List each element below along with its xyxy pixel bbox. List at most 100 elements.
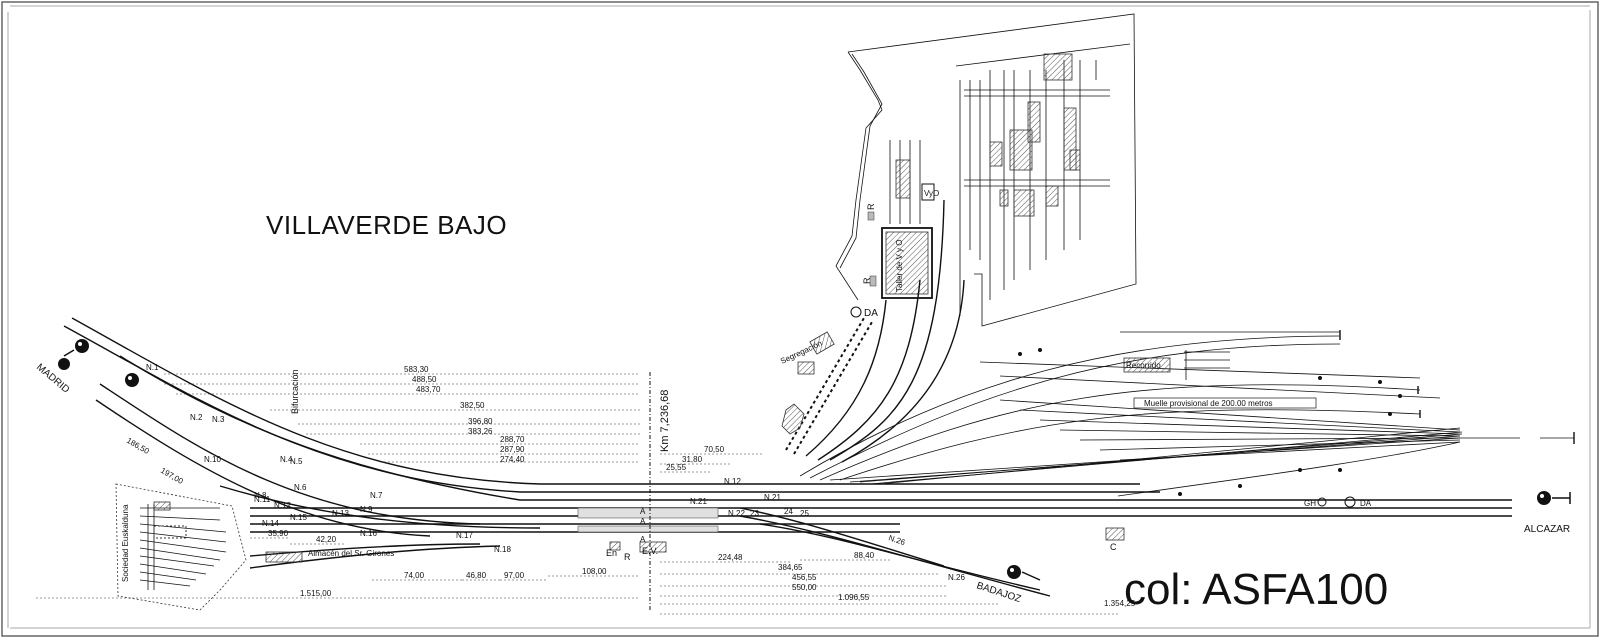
switch-label-19: N.21 — [764, 493, 781, 502]
taller-label: Taller de V y O — [895, 240, 904, 292]
station-alcazar: ALCAZAR — [1524, 524, 1570, 535]
main-lines — [63, 317, 1512, 597]
switch-label-15: N.16 — [360, 529, 377, 538]
platform-a1: A — [640, 507, 646, 516]
switch-label-22: N.26 — [948, 573, 965, 582]
asfa-code: col: ASFA100 — [1124, 565, 1388, 614]
switch-label-25: 25 — [800, 509, 809, 518]
bottom-distance-labels: 74,00 46,80 97,00 108,00 224,48 384,65456,555… — [300, 551, 1136, 608]
track-buffers — [1339, 330, 1575, 444]
signal-dots — [1018, 348, 1402, 496]
da-label-top: DA — [864, 308, 878, 319]
da-signal-bottom — [1344, 496, 1356, 508]
switch-label-12: N.13 — [332, 509, 349, 518]
top-distance-labels: 583,30488,50483,70382,50396,80383,26288,… — [404, 365, 525, 464]
muelle-box — [1133, 397, 1317, 409]
platform-a2: A — [640, 517, 646, 526]
bottom-distance-3: 108,00 — [582, 567, 607, 576]
platform-a3: A — [640, 535, 646, 544]
bottom-distance-10: 1.096,55 — [838, 593, 870, 602]
signal-madrid-1 — [63, 339, 89, 357]
switch-label-21: N.26 — [887, 533, 906, 547]
top-distance-0: 583,30 — [404, 365, 429, 374]
left-distance-0: 186,50 — [125, 436, 151, 456]
workshop-curves — [805, 199, 965, 463]
right-distance-2: 25,55 — [666, 463, 687, 472]
yard-fan — [799, 331, 1574, 497]
top-distance-1: 488,50 — [412, 375, 437, 384]
pk-label: Km 7,236,68 — [659, 390, 671, 452]
switch-label-11: N.12 — [274, 501, 291, 510]
switch-label-8: N.9 — [360, 505, 373, 514]
switch-label-1: N.2 — [190, 413, 203, 422]
en-label: En — [606, 548, 617, 558]
switch-label-9: N.10 — [204, 455, 221, 464]
vyo-box — [921, 183, 935, 201]
bottom-distance-4: 224,48 — [718, 553, 743, 562]
r-label-bottom: R — [624, 552, 631, 562]
diagram-title: VILLAVERDE BAJO — [266, 210, 507, 240]
switch-label-5: N.6 — [294, 483, 307, 492]
bottom-distance-2: 97,00 — [504, 571, 525, 580]
sociedad-label: Sociedad Euskalduna — [121, 504, 130, 582]
gh-signal — [1317, 497, 1327, 507]
switch-label-2: N.3 — [212, 415, 225, 424]
bifurcacion-label: Bifurcación — [290, 369, 300, 414]
left-distance-1: 197,00 — [159, 466, 185, 486]
galpon-label: Almacén del Sr. Girones — [308, 549, 394, 558]
muelle-label: Muelle provisional de 200.00 metros — [1144, 399, 1273, 408]
bottom-distance-0: 74,00 — [404, 571, 425, 580]
left-distance-2: 35,90 — [268, 529, 289, 538]
bottom-distance-7: 550,00 — [792, 583, 817, 592]
bottom-distance-8: 88,40 — [854, 551, 875, 560]
signal-badajoz — [1007, 565, 1041, 581]
top-dimension-lines — [164, 373, 762, 473]
signal-madrid-3 — [125, 373, 139, 387]
ev-label: E.V. — [642, 546, 658, 556]
bottom-distance-6: 456,55 — [792, 573, 817, 582]
recorrido-label: Recorrido — [1126, 361, 1161, 370]
switch-label-23: 23 — [750, 509, 759, 518]
right-distance-0: 70,50 — [704, 445, 725, 454]
euskalduna-area: Sociedad Euskalduna — [115, 483, 247, 611]
signal-alcazar — [1537, 491, 1571, 505]
switch-label-18: N.21 — [690, 497, 707, 506]
top-distance-2: 483,70 — [416, 385, 441, 394]
left-distance-3: 42,20 — [316, 535, 337, 544]
gh-label: GH — [1304, 499, 1316, 508]
switch-label-24: 24 — [784, 507, 793, 516]
taller-building: Taller de V y O — [881, 227, 933, 299]
bottom-distance-11: 1.354,25 — [1104, 599, 1136, 608]
switch-label-26: N.12 — [724, 477, 741, 486]
switch-label-7: N.8 — [254, 491, 267, 500]
recorrido-shed — [1123, 357, 1171, 373]
switch-label-16: N.17 — [456, 531, 473, 540]
switch-label-0: N.1 — [146, 363, 159, 372]
right-distance-1: 31,80 — [682, 455, 703, 464]
signal-madrid-2 — [58, 358, 70, 370]
switch-label-13: N.14 — [262, 519, 279, 528]
top-distance-8: 274,40 — [500, 455, 525, 464]
switch-label-3: N.4 — [280, 455, 293, 464]
da-label-bottom: DA — [1360, 499, 1372, 508]
switch-label-10: N.11 — [254, 495, 271, 504]
bottom-distance-5: 384,65 — [778, 563, 803, 572]
bottom-distance-1: 46,80 — [466, 571, 487, 580]
switch-label-14: N.15 — [290, 513, 307, 522]
r-label-top: R — [866, 203, 876, 210]
top-distance-7: 287,90 — [500, 445, 525, 454]
bottom-distance-9: 1.515,00 — [300, 589, 332, 598]
switch-label-6: N.7 — [370, 491, 383, 500]
bottom-dimension-lines — [36, 537, 1120, 615]
workshop-area: VyO — [835, 13, 1137, 327]
r-label-mid: R — [862, 277, 872, 284]
top-distance-5: 383,26 — [468, 427, 493, 436]
top-distance-6: 288,70 — [500, 435, 525, 444]
switch-label-17: N.18 — [494, 545, 511, 554]
vyo-label: VyO — [924, 189, 939, 198]
switch-label-20: N.22 — [728, 509, 745, 518]
